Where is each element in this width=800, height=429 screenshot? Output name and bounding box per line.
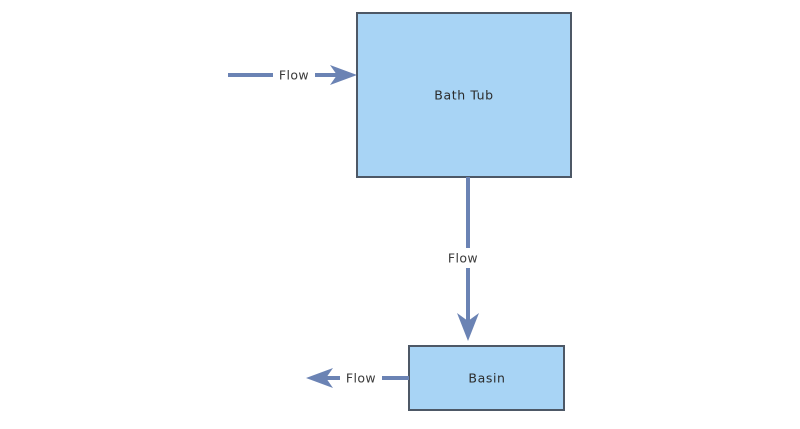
edge-inflow-to-bath-tub[interactable]: Flow	[228, 65, 357, 85]
edge-basin-outflow-label: Flow	[346, 371, 376, 386]
node-basin[interactable]: Basin	[408, 345, 565, 411]
edge-basin-outflow[interactable]: Flow	[306, 368, 409, 388]
node-basin-shape	[408, 345, 565, 411]
edge-inflow-label: Flow	[279, 68, 309, 83]
edge-bath-tub-to-basin-label-backdrop	[443, 248, 483, 268]
node-bath-tub[interactable]: Bath Tub	[356, 12, 572, 178]
edge-inflow-label-backdrop	[273, 65, 315, 85]
edge-bath-tub-to-basin-arrowhead	[457, 313, 479, 341]
edge-basin-outflow-label-backdrop	[340, 368, 382, 388]
edge-bath-tub-to-basin-label: Flow	[448, 251, 478, 266]
node-bath-tub-shape	[356, 12, 572, 178]
node-basin-label: Basin	[468, 371, 505, 386]
node-bath-tub-label: Bath Tub	[434, 88, 493, 103]
edge-bath-tub-to-basin[interactable]: Flow	[443, 177, 483, 341]
edge-inflow-arrowhead	[330, 65, 357, 85]
edge-basin-outflow-arrowhead	[306, 368, 333, 388]
